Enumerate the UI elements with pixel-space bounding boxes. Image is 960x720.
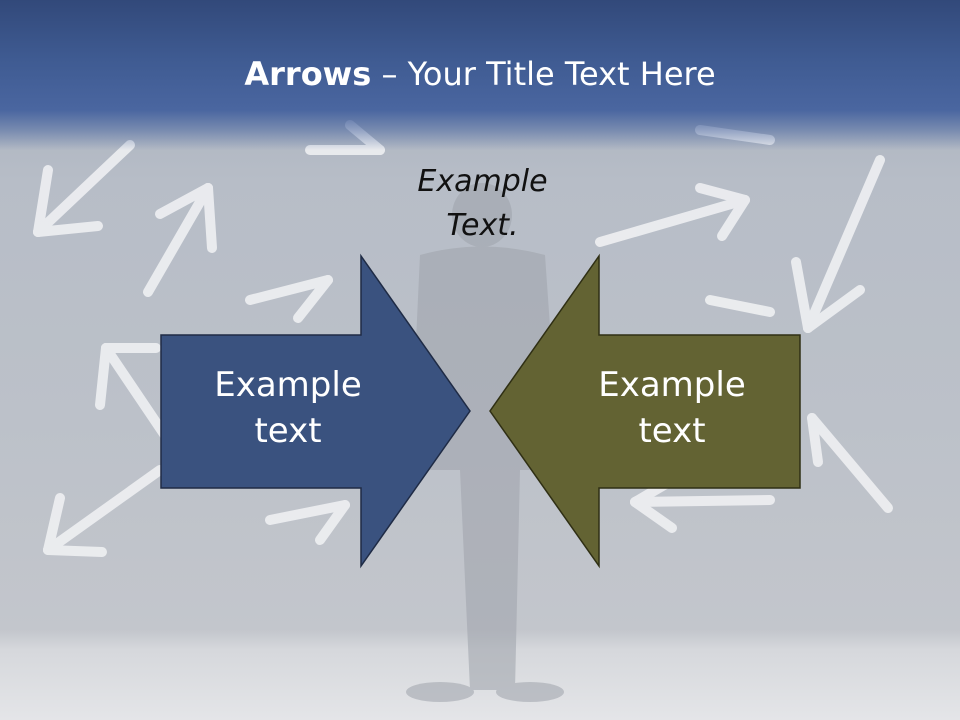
slide-title: Arrows – Your Title Text Here [0,52,960,96]
left-arrow-label: Example text [214,365,362,451]
person-silhouette [406,183,564,702]
chalk-arrows [33,120,893,557]
left-arrow-shape [160,253,471,569]
right-arrow-label: Example text [598,365,746,451]
right-arrow-shape [489,253,801,569]
title-rest-part: – Your Title Text Here [371,55,716,93]
title-bold-part: Arrows [244,55,372,93]
title-bar [0,0,960,150]
top-example-text: Example Text. [417,164,548,243]
